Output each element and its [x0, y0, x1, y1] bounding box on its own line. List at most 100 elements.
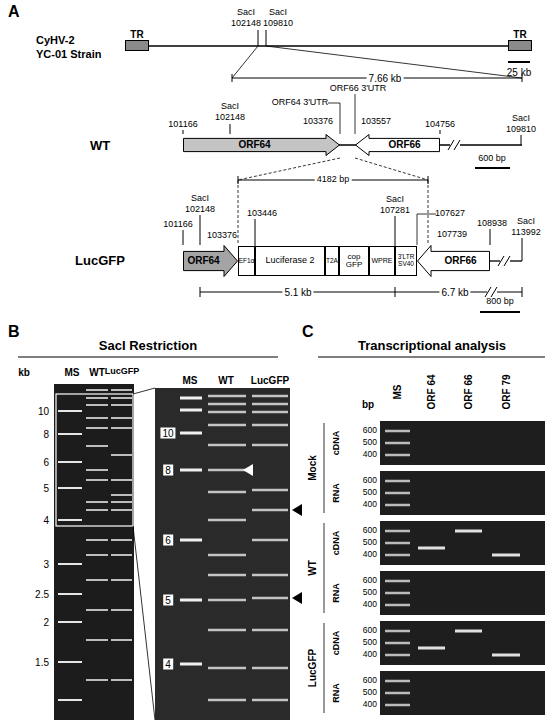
- annotation-label: 2.5: [35, 589, 49, 600]
- annotation-label: 8: [43, 429, 49, 440]
- genome-map-lines: [230, 124, 231, 134]
- annotation-label: SacI: [269, 8, 287, 18]
- annotation-label: SacI: [386, 195, 404, 205]
- annotation-label: 400: [363, 550, 377, 559]
- genome-map-lines: [440, 130, 441, 134]
- annotation-label: 107627: [435, 209, 465, 219]
- repeat-box: TR: [508, 40, 532, 51]
- genome-map-lines: [480, 311, 520, 313]
- rotated-label: RNA: [332, 683, 342, 703]
- genome-map-lines: [522, 287, 523, 297]
- annotation-label: 113992: [511, 228, 540, 238]
- annotation-label: 500: [363, 438, 377, 447]
- genome-map-lines: [200, 215, 201, 245]
- annotation-label: 800 bp: [486, 297, 514, 307]
- annotation-label: 7.66 kb: [367, 73, 404, 84]
- genome-map-lines: [485, 287, 491, 297]
- genome-map-lines: [238, 158, 428, 245]
- annotation-label: 600: [363, 626, 377, 635]
- genome-map-lines: [428, 180, 429, 245]
- annotation-label: 4: [163, 659, 173, 670]
- rotated-label: WT: [307, 560, 318, 576]
- genome-map-lines: [522, 238, 523, 261]
- genome-map-lines: [355, 158, 428, 180]
- genome-map-lines: [258, 30, 259, 46]
- annotation-label: 102148: [185, 205, 215, 215]
- genome-map-lines: [475, 167, 510, 169]
- annotation-label: 500: [363, 538, 377, 547]
- annotation-label: 109810: [506, 125, 536, 135]
- heading-label: WT: [90, 139, 110, 153]
- annotation-label: 1.5: [35, 657, 49, 668]
- genome-map-lines: [200, 287, 201, 297]
- gene-label: EF1α: [239, 258, 255, 265]
- arrow-shape: [184, 135, 340, 156]
- arrow-shape: [418, 246, 490, 277]
- gel-image: [252, 396, 288, 700]
- gel-image: [133, 526, 155, 720]
- genome-map-lines: [266, 30, 267, 46]
- heading-label: kb: [18, 367, 30, 378]
- rotated-label: ORF 79: [501, 374, 512, 409]
- heading-label: A: [8, 3, 20, 21]
- heading-label: LucGFP: [75, 254, 125, 268]
- annotation-label: 5: [43, 483, 49, 494]
- region-label: TR: [130, 30, 143, 41]
- orf-arrow: ORF64: [183, 245, 238, 277]
- gel-image: [133, 388, 155, 394]
- heading-label: WT: [89, 367, 105, 378]
- annotation-label: 5.1 kb: [282, 287, 313, 298]
- annotation-label: SacI: [517, 217, 535, 227]
- rotated-label: ORF 66: [463, 374, 474, 409]
- genome-map-lines: [183, 130, 184, 134]
- gel-image: [155, 388, 290, 720]
- gene-label: ORF66: [388, 140, 420, 151]
- annotation-label: 102148: [231, 19, 261, 29]
- rotated-label: RNA: [332, 483, 342, 503]
- genome-map-lines: [454, 140, 460, 150]
- heading-label: SacI Restriction: [99, 339, 197, 353]
- rotated-label: Mock: [307, 455, 318, 481]
- genome-map-lines: [491, 287, 497, 297]
- annotation-label: 101166: [168, 120, 197, 130]
- genome-map-lines: [255, 219, 256, 246]
- gel-image: [56, 394, 133, 526]
- cassette-box: WPRE: [369, 246, 395, 276]
- repeat-box: TR: [125, 40, 149, 51]
- annotation-label: 8: [163, 465, 173, 476]
- genome-map-lines: [521, 135, 522, 145]
- cassette-box: 3'LTR SV40: [395, 246, 417, 276]
- rotated-label: cDNA: [332, 631, 342, 656]
- annotation-label: 101166: [163, 220, 192, 230]
- annotation-label: 2: [43, 617, 49, 628]
- annotation-label: SacI: [512, 114, 530, 124]
- gel-image: [111, 390, 132, 680]
- annotation-label: ORF66 3'UTR: [330, 84, 387, 94]
- panel-underline: [18, 356, 278, 357]
- rotated-label: RNA: [332, 583, 342, 603]
- heading-label: MS: [183, 375, 198, 386]
- gene-label: 3'LTR SV40: [396, 254, 416, 268]
- genome-map-lines: [417, 214, 436, 245]
- gel-image: [58, 411, 82, 700]
- rotated-label: LucGFP: [307, 649, 318, 687]
- gel-image: [180, 396, 288, 700]
- cassette-box: cop GFP: [339, 246, 369, 276]
- annotation-label: 107281: [380, 206, 410, 216]
- gel-image: [243, 464, 253, 476]
- cassette-box: Luciferase 2: [255, 246, 325, 276]
- annotation-label: 400: [363, 450, 377, 459]
- annotation-label: 600: [363, 526, 377, 535]
- annotation-label: 4182 bp: [315, 175, 352, 185]
- annotation-label: 3: [43, 559, 49, 570]
- annotation-label: 6: [43, 457, 49, 468]
- genome-map-lines: [508, 61, 530, 63]
- annotation-label: 600: [363, 576, 377, 585]
- rotated-label: cDNA: [332, 531, 342, 556]
- annotation-label: 6.7 kb: [439, 287, 470, 298]
- gel-image: [58, 390, 132, 700]
- gel-strips: [385, 431, 410, 705]
- annotation-label: 400: [363, 500, 377, 509]
- gel-strips: [385, 431, 520, 705]
